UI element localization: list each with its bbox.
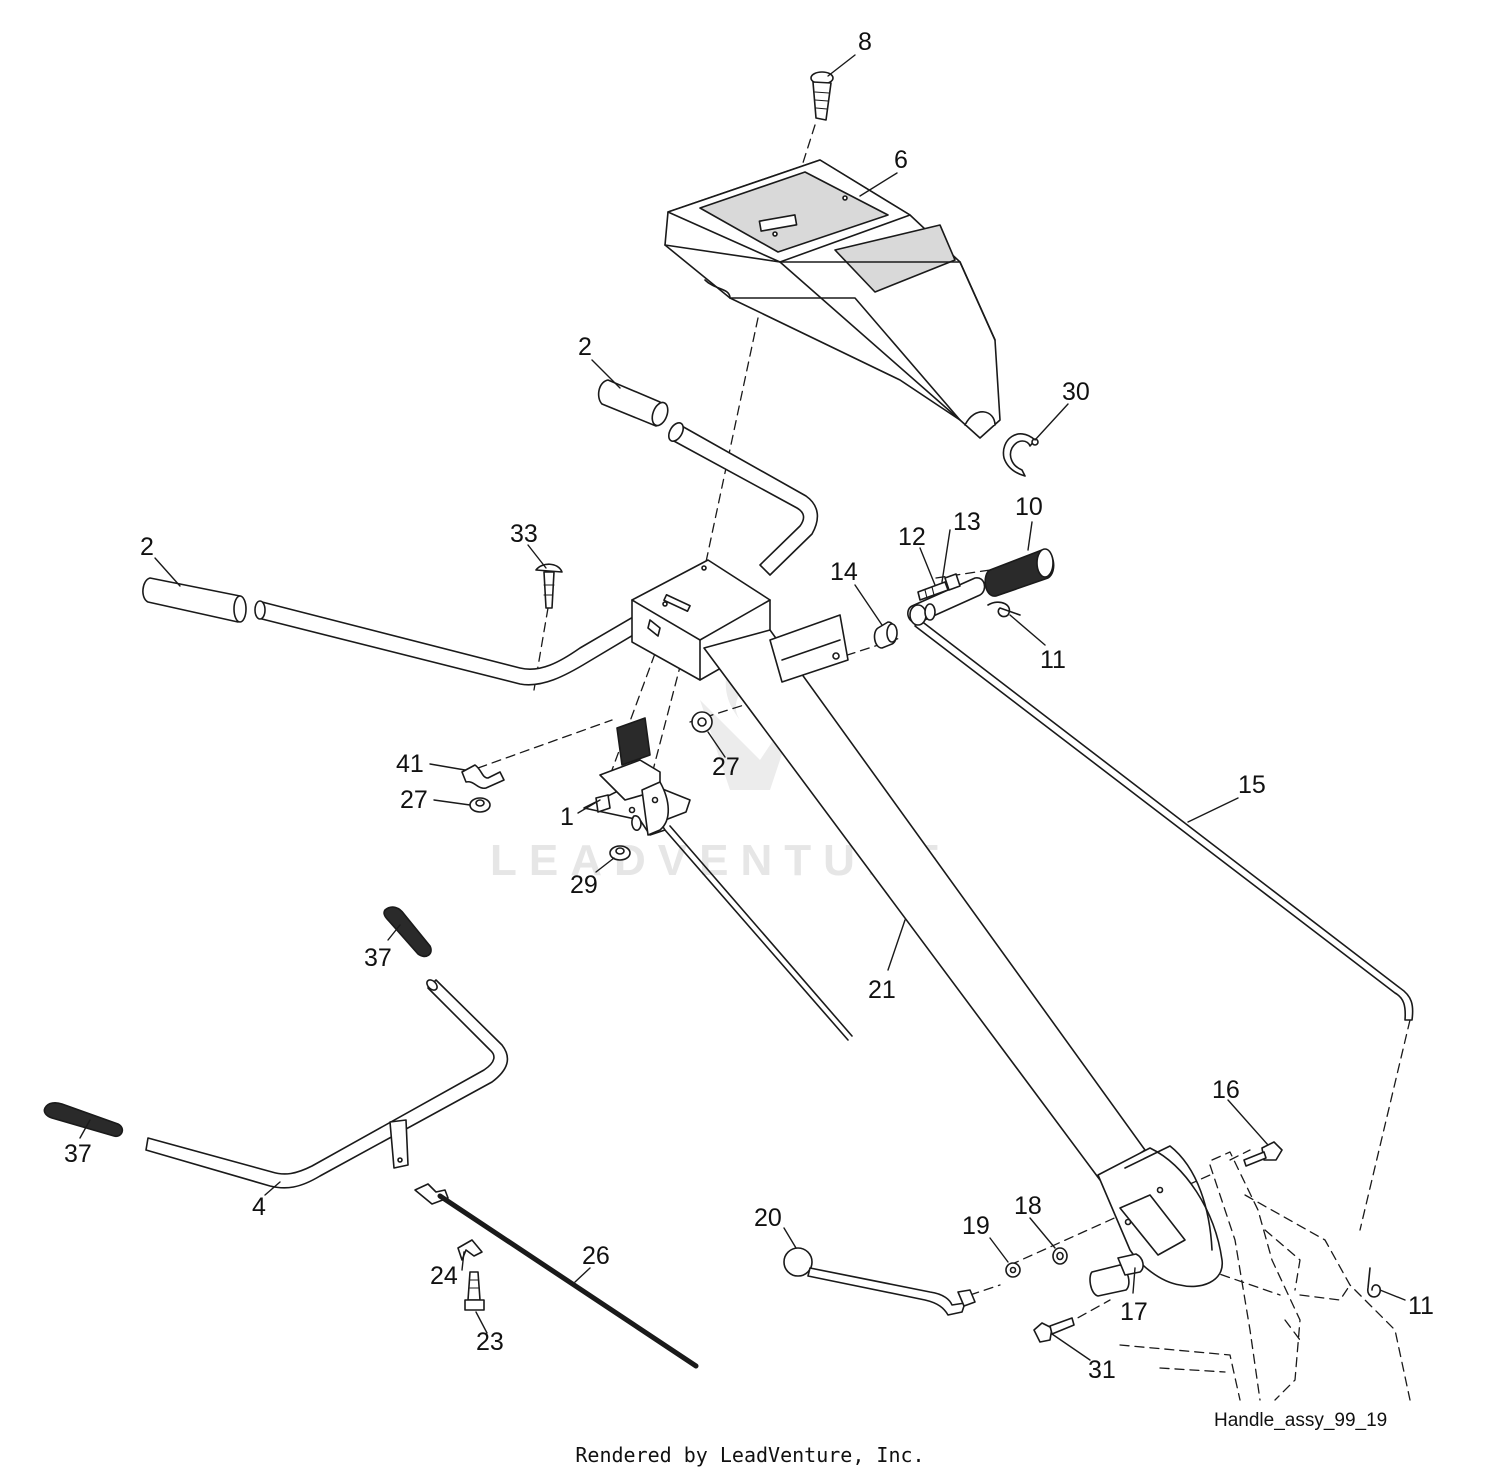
part-clip-24 xyxy=(457,1239,483,1261)
part-grip-37-upper xyxy=(383,906,432,958)
part-cotter-11-lower xyxy=(1367,1267,1382,1298)
callout-19: 19 xyxy=(962,1212,990,1240)
callout-27: 27 xyxy=(712,753,740,781)
part-shift-lever-20 xyxy=(783,1247,976,1316)
part-screw-8 xyxy=(810,71,834,121)
part-bail-4 xyxy=(145,979,509,1189)
callout-13: 13 xyxy=(953,508,981,536)
callout-33: 33 xyxy=(510,520,538,548)
part-nut-27-center xyxy=(691,711,713,733)
callout-17: 17 xyxy=(1120,1298,1148,1326)
part-frame-phantom xyxy=(1119,1151,1411,1401)
callout-37: 37 xyxy=(364,944,392,972)
part-pad-17 xyxy=(1089,1253,1144,1297)
callout-14: 14 xyxy=(830,558,858,586)
callout-4: 4 xyxy=(252,1193,266,1221)
callout-27: 27 xyxy=(400,786,428,814)
callout-2: 2 xyxy=(578,333,592,361)
part-lever-bracket-1 xyxy=(583,717,853,1041)
callout-16: 16 xyxy=(1212,1076,1240,1104)
part-bolt-33 xyxy=(535,563,563,609)
callout-11: 11 xyxy=(1408,1292,1434,1320)
callout-18: 18 xyxy=(1014,1192,1042,1220)
callout-21: 21 xyxy=(868,976,896,1004)
callout-20: 20 xyxy=(754,1204,782,1232)
leader-lines xyxy=(79,54,1406,1361)
part-cotter-11-upper xyxy=(987,601,1021,618)
callout-10: 10 xyxy=(1015,493,1043,521)
callout-11: 11 xyxy=(1040,646,1066,674)
part-grip-2-upper xyxy=(597,379,669,427)
callout-15: 15 xyxy=(1238,771,1266,799)
part-nut-18 xyxy=(1052,1247,1068,1265)
part-console-cover-6 xyxy=(664,159,1001,439)
figure-id: Handle_assy_99_19 xyxy=(1214,1410,1388,1431)
callout-12: 12 xyxy=(898,523,926,551)
part-pin-13 xyxy=(907,577,986,626)
part-clip-41 xyxy=(461,764,505,790)
part-spacer-14 xyxy=(873,621,898,649)
callout-29: 29 xyxy=(570,871,598,899)
callout-37: 37 xyxy=(64,1140,92,1168)
part-bolt-12 xyxy=(917,573,961,601)
callout-31: 31 xyxy=(1088,1356,1116,1384)
callout-6: 6 xyxy=(894,146,908,174)
render-credit: Rendered by LeadVenture, Inc. xyxy=(575,1443,925,1467)
part-clip-30 xyxy=(1002,433,1039,477)
callout-41: 41 xyxy=(396,750,424,778)
callout-23: 23 xyxy=(476,1328,504,1356)
callout-24: 24 xyxy=(430,1262,458,1290)
part-nut-27-left xyxy=(469,797,491,813)
part-grip-37-lower xyxy=(43,1102,124,1138)
part-bolt-31 xyxy=(1033,1317,1075,1343)
part-cable-26 xyxy=(414,1183,699,1369)
part-bolt-16 xyxy=(1243,1141,1283,1167)
part-knob-10 xyxy=(984,548,1055,597)
part-nut-29 xyxy=(609,845,631,861)
callout-numbers: 8 6 2 30 2 33 12 13 10 14 11 41 27 1 27 … xyxy=(64,28,1434,1384)
callout-1: 1 xyxy=(560,803,574,831)
part-bolt-23 xyxy=(464,1271,485,1311)
part-handlebar xyxy=(254,422,819,686)
part-main-tube-21 xyxy=(703,614,1223,1288)
callout-26: 26 xyxy=(582,1242,610,1270)
callout-30: 30 xyxy=(1062,378,1090,406)
callout-8: 8 xyxy=(858,28,872,56)
part-rod-15 xyxy=(914,619,1414,1021)
callout-2: 2 xyxy=(140,533,154,561)
part-washer-19 xyxy=(1005,1262,1021,1278)
part-grip-2-left xyxy=(142,577,247,623)
